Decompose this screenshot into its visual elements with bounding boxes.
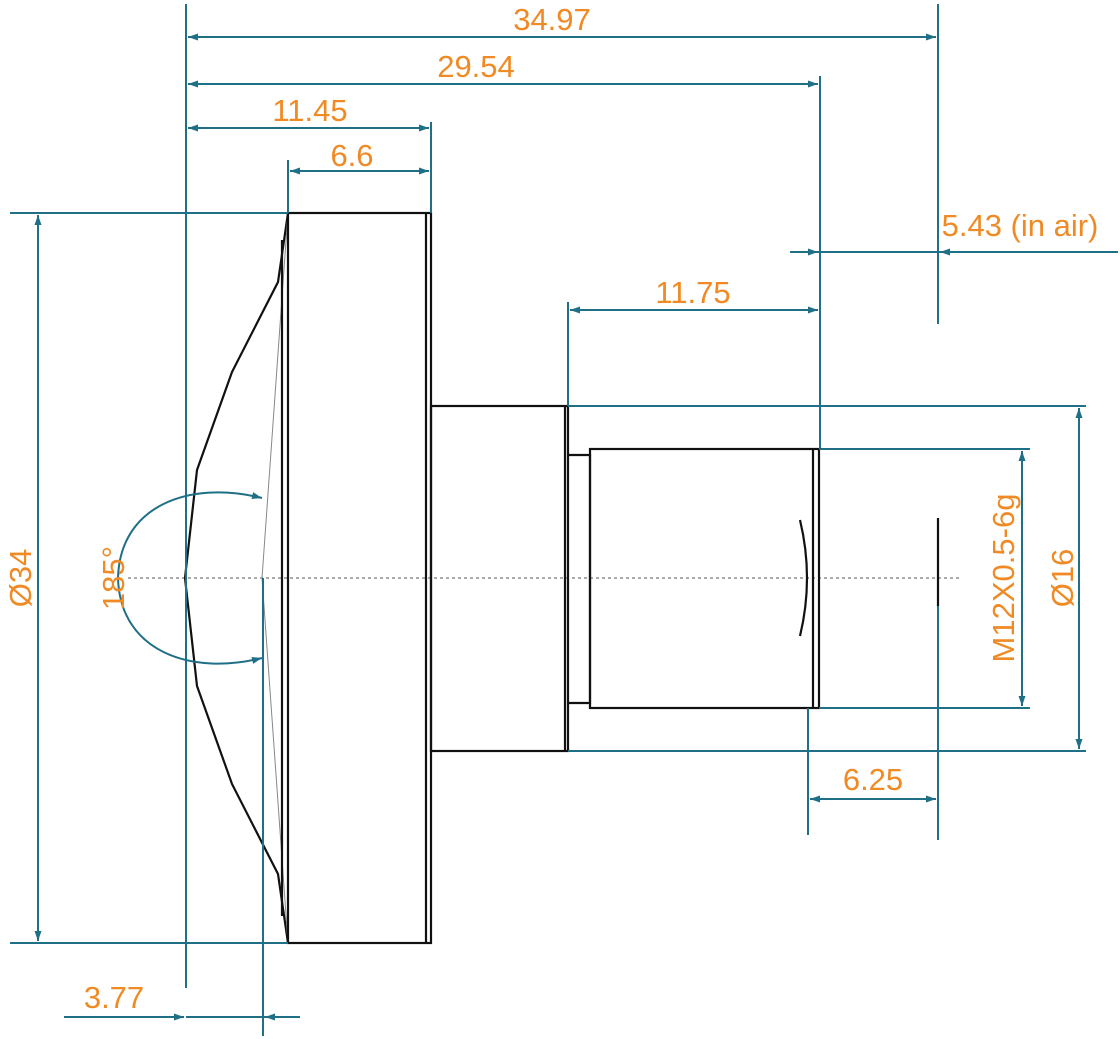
label-thread-spec: M12X0.5-6g (986, 494, 1021, 663)
label-front-to-flange-back: 11.45 (272, 93, 347, 128)
thread-section (588, 447, 821, 710)
rear-lens-curve (798, 519, 809, 637)
label-flange-to-lens-end: 29.54 (437, 49, 515, 84)
label-front-element-sag: 3.77 (84, 980, 144, 1015)
label-barrel-diameter: Ø16 (1045, 549, 1080, 608)
dimension-texts: 34.97 29.54 11.45 6.6 5.43 (in air) 11.7… (3, 2, 1098, 1015)
label-thread-to-sensor: 6.25 (843, 762, 903, 797)
label-total-length: 34.97 (513, 2, 591, 37)
label-flange-thickness: 6.6 (330, 138, 373, 173)
extension-lines (10, 4, 1086, 1036)
thread-neck (568, 453, 592, 705)
label-barrel-length: 11.75 (655, 275, 730, 310)
label-back-focal: 5.43 (in air) (942, 208, 1099, 243)
label-field-of-view: 185° (96, 546, 131, 610)
fov-arc (116, 491, 263, 665)
label-outer-diameter: Ø34 (3, 549, 38, 608)
barrel (429, 404, 570, 753)
dimension-lines (34, 33, 1118, 1021)
